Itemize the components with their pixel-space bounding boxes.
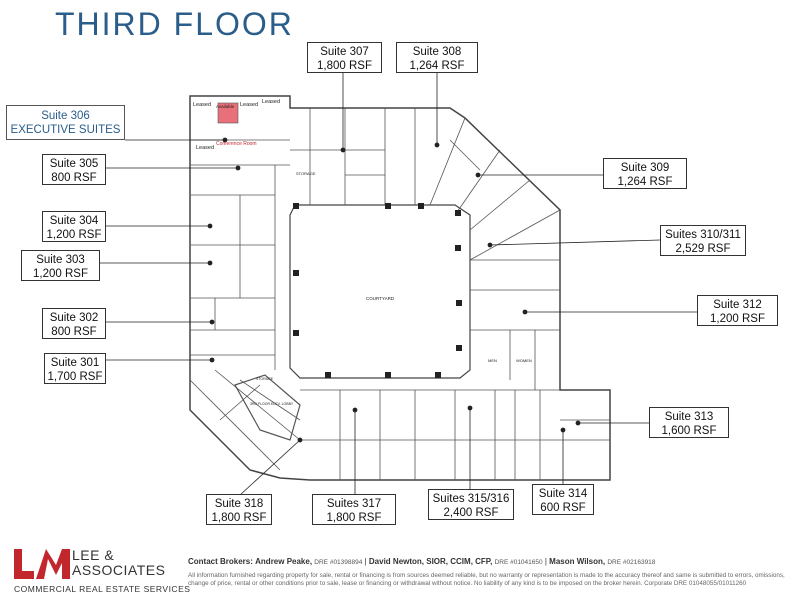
suite-rsf: 2,529 RSF: [675, 243, 731, 255]
brokers-label: Contact Brokers:: [188, 557, 253, 566]
plan-label-leased-3: Leased: [262, 99, 280, 105]
disclaimer-text: All information furnished regarding prop…: [188, 572, 785, 587]
callout-suite-309: Suite 309 1,264 RSF: [603, 158, 687, 189]
structural-columns: [293, 203, 462, 378]
suite-name: Suite 312: [713, 299, 762, 311]
callout-suite-317: Suites 317 1,800 RSF: [312, 494, 396, 525]
suite-rsf: 1,800 RSF: [326, 512, 382, 524]
logo-wordmark: LEE & ASSOCIATES: [72, 548, 165, 578]
broker-2-name: David Newton, SIOR, CCIM, CFP,: [368, 557, 493, 566]
broker-1-dre: DRE #01398894: [314, 559, 363, 566]
lee-associates-logo: [14, 549, 70, 579]
callout-suite-313: Suite 313 1,600 RSF: [649, 407, 729, 438]
suite-rsf: 2,400 RSF: [443, 507, 499, 519]
suite-rsf: 1,200 RSF: [33, 268, 88, 280]
callout-suite-318: Suite 318 1,800 RSF: [206, 494, 272, 525]
page-title: THIRD FLOOR: [55, 6, 294, 42]
suite-rsf: 1,264 RSF: [409, 60, 465, 72]
suite-name: Suite 309: [620, 162, 670, 174]
plan-label-leased-1: Leased: [193, 102, 211, 108]
suite-rsf: 1,200 RSF: [710, 313, 765, 325]
callout-suite-310-311: Suites 310/311 2,529 RSF: [660, 225, 746, 256]
broker-3-name: Mason Wilson,: [549, 557, 606, 566]
callout-suite-303: Suite 303 1,200 RSF: [21, 250, 100, 281]
available-suite: [217, 102, 239, 124]
suite-name: Suites 315/316: [432, 493, 510, 505]
callout-suite-304: Suite 304 1,200 RSF: [42, 211, 106, 242]
callout-suite-315-316: Suites 315/316 2,400 RSF: [428, 489, 514, 520]
logo-tagline: COMMERCIAL REAL ESTATE SERVICES: [14, 584, 191, 594]
logo-line-1: LEE &: [72, 547, 115, 563]
suite-rsf: 1,600 RSF: [661, 425, 717, 437]
plan-labels: Leased Available Leased Leased Leased Co…: [193, 99, 532, 406]
suite-rsf: 600 RSF: [540, 502, 586, 514]
broker-2-dre: DRE #01041650: [494, 559, 543, 566]
suite-name: Suite 307: [320, 46, 369, 58]
callout-suite-306: Suite 306 EXECUTIVE SUITES: [6, 105, 125, 140]
suite-name: Suite 306: [41, 110, 90, 122]
suite-rsf: 1,700 RSF: [47, 371, 103, 383]
callout-suite-308: Suite 308 1,264 RSF: [396, 42, 478, 73]
suite-name: Suite 308: [412, 46, 462, 58]
suite-name: Suite 305: [49, 158, 99, 170]
suite-name: Suite 301: [50, 357, 100, 369]
callout-suite-301: Suite 301 1,700 RSF: [44, 353, 106, 384]
suite-rsf: 1,800 RSF: [211, 512, 267, 524]
callout-suite-305: Suite 305 800 RSF: [42, 154, 106, 185]
suite-rsf: 800 RSF: [51, 326, 97, 338]
callout-suite-312: Suite 312 1,200 RSF: [697, 295, 778, 326]
contact-brokers: Contact Brokers: Andrew Peake, DRE #0139…: [188, 557, 656, 566]
plan-label-women: WOMEN: [516, 358, 532, 363]
suite-rsf: 1,200 RSF: [46, 229, 102, 241]
suite-rsf: 1,800 RSF: [317, 60, 372, 72]
plan-label-available: Available: [216, 104, 235, 109]
suite-name: Suite 318: [214, 498, 264, 510]
suite-name: Suite 302: [49, 312, 99, 324]
callout-suite-307: Suite 307 1,800 RSF: [307, 42, 382, 73]
plan-label-lobby: 3RD FLOOR ELEV. LOBBY: [250, 402, 294, 406]
suite-name: Suite 303: [36, 254, 85, 266]
callout-suite-302: Suite 302 800 RSF: [42, 308, 106, 339]
plan-label-courtyard: COURTYARD: [366, 296, 395, 301]
suite-name: Suites 317: [326, 498, 382, 510]
suite-rsf: 1,264 RSF: [617, 176, 673, 188]
suite-name: Suite 304: [49, 215, 99, 227]
broker-1-name: Andrew Peake,: [255, 557, 313, 566]
leader-lines: [100, 72, 697, 496]
suite-rsf: EXECUTIVE SUITES: [10, 124, 121, 136]
plan-label-storage-2: STORAGE: [256, 377, 274, 381]
suite-rsf: 800 RSF: [51, 172, 97, 184]
callout-suite-314: Suite 314 600 RSF: [532, 484, 594, 515]
building-outline: [189, 95, 611, 481]
suite-name: Suites 310/311: [665, 229, 741, 241]
courtyard-outline: [289, 204, 471, 379]
logo-line-2: ASSOCIATES: [72, 562, 166, 578]
suite-name: Suite 314: [538, 488, 588, 500]
plan-label-men: MEN: [488, 358, 497, 363]
suite-name: Suite 313: [664, 411, 714, 423]
plan-label-storage: STORAGE: [296, 171, 316, 176]
plan-label-leased-2: Leased: [240, 102, 258, 108]
plan-label-leased-4: Leased: [196, 145, 214, 151]
broker-3-dre: DRE #02163918: [607, 559, 656, 566]
plan-label-conference: Conference Room: [216, 141, 257, 147]
